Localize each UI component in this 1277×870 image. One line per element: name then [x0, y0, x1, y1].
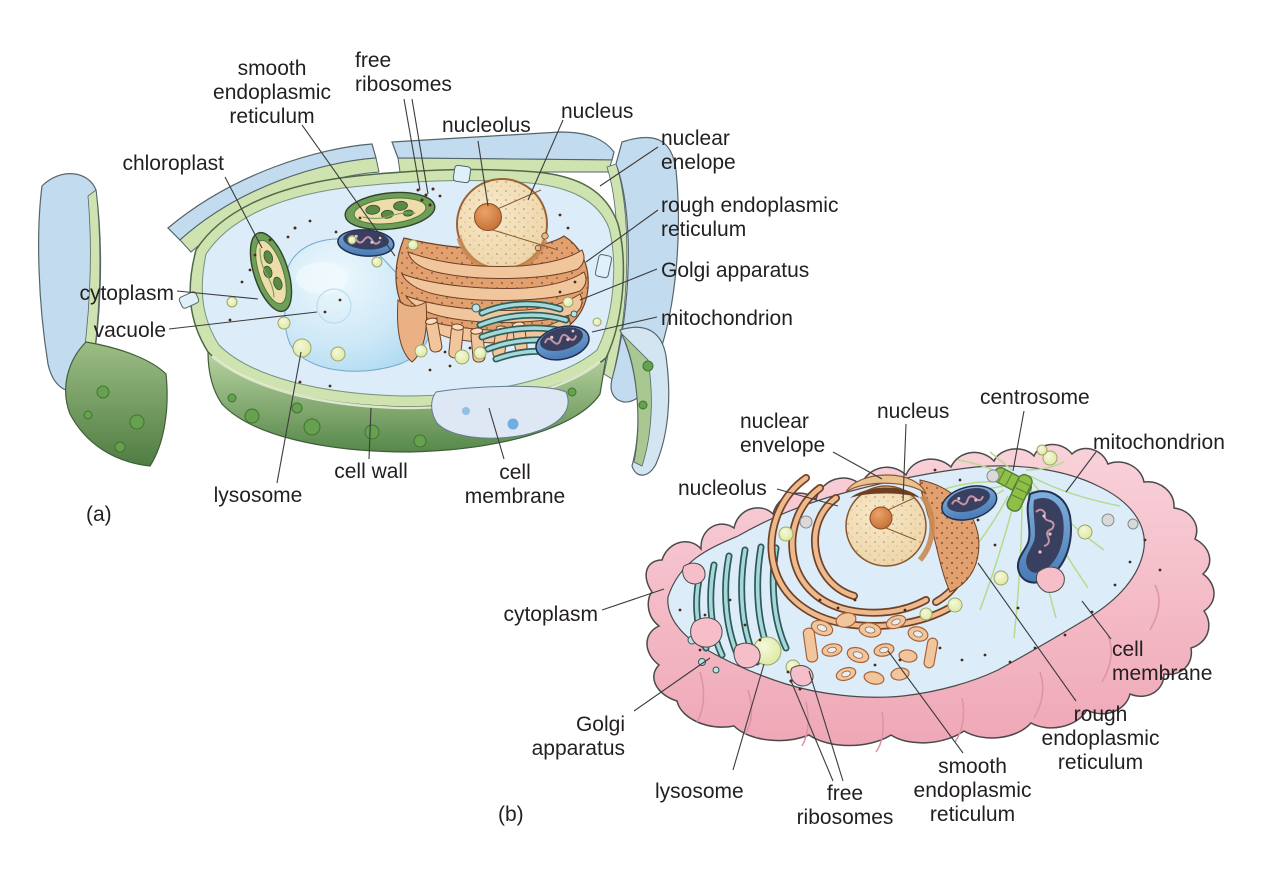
leader-golgi-b	[633, 657, 711, 712]
label-smooth-er-b: smooth endoplasmic reticulum	[913, 755, 1032, 826]
label-mitochondrion-a: mitochondrion	[661, 307, 793, 330]
vacuole	[284, 238, 431, 372]
leader-cell-membrane-b	[1081, 600, 1112, 640]
leader-nucleus-a	[527, 119, 564, 201]
neighbor-wall-top-right	[391, 131, 615, 173]
label-rough-er-a: rough endoplasmic reticulum	[661, 194, 839, 241]
membrane-folds-b	[682, 562, 1065, 687]
label-cell-membrane-b: cell membrane	[1112, 638, 1213, 685]
leader-rough-er-b	[977, 562, 1077, 702]
neighbor-wall-bottom-right	[619, 326, 670, 476]
label-mitochondrion-b: mitochondrion	[1093, 431, 1225, 454]
lysosomes-a	[226, 235, 602, 365]
leader-nucleus-b	[902, 423, 907, 502]
label-free-ribosomes-b: free ribosomes	[796, 782, 894, 829]
leader-nucleolus-b	[776, 488, 839, 507]
leader-chloroplast-a	[224, 176, 263, 249]
mitochondrion-b-right	[1016, 490, 1072, 584]
leader-cell-membrane-a	[488, 407, 505, 460]
mitochondrion-a-lower	[535, 325, 590, 361]
label-cell-wall-a: cell wall	[334, 460, 408, 483]
leader-free-ribosomes-a-1	[403, 98, 421, 191]
leader-vacuole-a	[168, 311, 318, 330]
plant-cell-illustration	[38, 131, 679, 476]
panel-tag-b: (b)	[498, 803, 524, 826]
leader-lysosome-a	[276, 351, 302, 484]
neighbor-wall-bottom-left	[65, 341, 168, 467]
label-nucleolus-a: nucleolus	[442, 114, 531, 137]
leader-cytoplasm-b	[601, 588, 665, 611]
label-nucleolus-b: nucleolus	[678, 477, 767, 500]
leader-cytoplasm-a	[176, 290, 259, 300]
animal-cell-illustration	[645, 443, 1215, 753]
leader-cell-wall-a	[368, 407, 372, 460]
label-golgi-a: Golgi apparatus	[661, 259, 810, 282]
leader-golgi-a	[579, 268, 658, 301]
leader-centrosome-b	[1012, 410, 1025, 472]
membrane-creases-b	[696, 584, 1160, 753]
leader-nuclear-envelope-a	[599, 146, 659, 187]
panel-tag-a: (a)	[86, 503, 112, 526]
cytoplasm-b	[667, 465, 1145, 698]
label-smooth-er-a: smooth endoplasmic reticulum	[213, 57, 331, 128]
mitochondrion-b-left	[941, 485, 998, 521]
neighbor-wall-left	[38, 173, 102, 392]
label-rough-er-b: rough endoplasmic reticulum	[1041, 703, 1160, 774]
label-chloroplast-a: chloroplast	[122, 152, 224, 175]
leader-rough-er-a	[585, 209, 659, 263]
leader-smooth-er-a	[301, 124, 396, 257]
nucleus-b	[845, 474, 935, 567]
label-nuclear-envelope-a: nuclear enelope	[661, 127, 736, 174]
leader-free-ribosomes-b-2	[808, 670, 844, 782]
vesicles-b	[799, 469, 1139, 530]
label-lysosome-b: lysosome	[655, 780, 744, 803]
leader-lysosome-b	[732, 663, 765, 771]
label-cell-membrane-a: cell membrane	[464, 461, 566, 508]
label-cytoplasm-b: cytoplasm	[503, 603, 598, 626]
leader-smooth-er-b	[887, 650, 964, 754]
ribosome-dots-a	[228, 187, 577, 388]
label-free-ribosomes-a: free ribosomes	[355, 49, 452, 96]
nucleolus-a	[474, 203, 502, 231]
label-golgi-b: Golgi apparatus	[531, 713, 625, 760]
leader-mitochondrion-a	[591, 316, 658, 333]
label-vacuole-a: vacuole	[93, 319, 166, 342]
chloroplast-left	[249, 231, 293, 313]
label-centrosome-b: centrosome	[980, 386, 1090, 409]
label-cytoplasm-a: cytoplasm	[79, 282, 174, 305]
leader-nucleolus-a	[477, 140, 489, 207]
label-nuclear-envelope-b: nuclear envelope	[740, 410, 826, 457]
leader-free-ribosomes-b-1	[790, 680, 834, 782]
leader-free-ribosomes-a-2	[411, 98, 429, 195]
smooth-er-b	[802, 612, 939, 685]
nucleolus-b	[869, 506, 893, 530]
rough-er-b	[767, 474, 980, 630]
cell-membrane-a	[431, 385, 569, 439]
plasmodesmata	[178, 164, 613, 309]
leader-mitochondrion-b	[1065, 451, 1097, 493]
label-nucleus-b: nucleus	[877, 400, 950, 423]
label-nucleus-a: nucleus	[561, 100, 634, 123]
label-lysosome-a: lysosome	[213, 484, 303, 507]
leader-nuclear-envelope-b	[832, 451, 883, 480]
leader-lines	[168, 98, 1112, 782]
nucleus-a	[456, 178, 559, 274]
chloroplast-top	[344, 191, 436, 231]
